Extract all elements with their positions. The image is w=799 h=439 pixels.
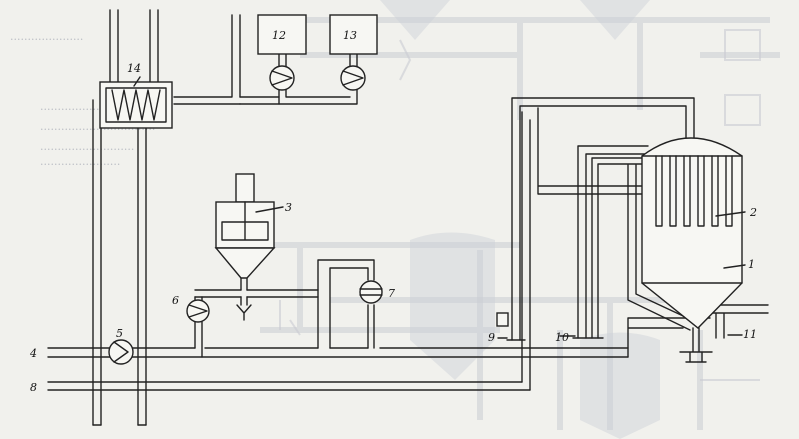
heater-coil-icon xyxy=(111,89,161,121)
heater-14 xyxy=(99,76,173,129)
label-9: 9 xyxy=(488,331,495,344)
pump-12 xyxy=(269,65,295,91)
tank-12 xyxy=(257,14,307,55)
hopper-drain xyxy=(240,277,248,291)
vessel-tube-bundle xyxy=(655,155,733,227)
label-5: 5 xyxy=(116,327,123,340)
label-8: 8 xyxy=(30,381,37,394)
label-12: 12 xyxy=(272,29,286,42)
pump-13 xyxy=(340,65,366,91)
pipelines xyxy=(47,9,769,426)
tank-13 xyxy=(329,14,378,55)
heater-exhaust-lines xyxy=(109,9,159,83)
label-2: 2 xyxy=(749,206,757,219)
label-14: 14 xyxy=(127,62,141,75)
label-3: 3 xyxy=(285,201,292,214)
label-10: 10 xyxy=(555,331,569,344)
pump-7 xyxy=(359,280,383,304)
mixing-hopper-3 xyxy=(214,173,284,279)
labels: 1 2 3 4 5 6 7 8 9 10 11 12 13 14 xyxy=(29,29,757,394)
label-13: 13 xyxy=(343,29,357,42)
label-4: 4 xyxy=(29,347,37,360)
line-11 xyxy=(699,304,769,339)
label-leaders xyxy=(497,334,743,339)
label-7: 7 xyxy=(388,287,395,300)
svg-text:.......................: ....................... xyxy=(40,155,120,168)
label-11: 11 xyxy=(743,328,757,341)
vessel-1 xyxy=(641,137,746,329)
pump-6 xyxy=(186,299,210,323)
label-6: 6 xyxy=(172,294,179,307)
svg-text:...........................: ........................... xyxy=(40,140,134,153)
vertical-lines-to-heater xyxy=(92,99,147,426)
small-box xyxy=(496,312,509,327)
svg-text:.....................: ..................... xyxy=(10,30,83,43)
label-1: 1 xyxy=(748,258,755,271)
pump-5 xyxy=(108,339,134,365)
line-8 xyxy=(47,381,531,391)
